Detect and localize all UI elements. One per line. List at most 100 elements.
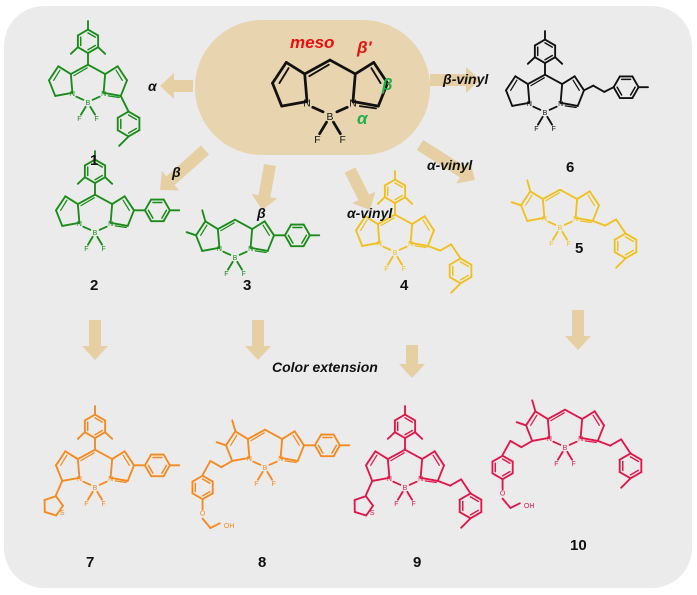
arrow-label-beta-3: β — [256, 205, 266, 221]
compound-number-9: 9 — [413, 554, 421, 571]
atom-label: S — [60, 510, 65, 517]
atom-label: B — [543, 110, 548, 117]
reaction-arrow — [245, 320, 271, 360]
compound-number-8: 8 — [258, 554, 266, 571]
atom-label: N — [247, 456, 252, 463]
color-extension-label: Color extension — [272, 359, 378, 375]
atom-label: F — [384, 266, 388, 273]
atom-label: F — [241, 271, 245, 278]
atom-label: B — [93, 485, 98, 492]
atom-label: OH — [524, 503, 535, 510]
reaction-arrow — [160, 145, 209, 191]
atom-label: B — [558, 225, 563, 232]
atom-label: N — [70, 91, 75, 98]
atom-label: N — [101, 91, 106, 98]
atom-label: B — [233, 255, 238, 262]
atom-label: S — [370, 510, 375, 517]
atom-label: B — [93, 230, 98, 237]
atom-label: F — [101, 246, 105, 253]
atom-label: F — [551, 126, 555, 133]
atom-label: O — [500, 490, 506, 497]
atom-label: F — [94, 116, 98, 123]
atom-label: N — [418, 476, 423, 483]
reaction-arrow — [565, 310, 591, 350]
atom-label: F — [339, 135, 345, 146]
reaction-arrow — [430, 67, 480, 93]
compound-2: N N B F F — [55, 150, 181, 253]
atom-label: N — [108, 221, 113, 228]
atom-label: N — [547, 436, 552, 443]
compound-5: N N B F F — [510, 179, 638, 269]
atom-label: B — [563, 445, 568, 452]
reaction-arrow — [82, 320, 108, 360]
atom-label: F — [549, 241, 553, 248]
atom-label: F — [314, 135, 320, 146]
compound-number-5: 5 — [575, 240, 583, 257]
compound-number-3: 3 — [243, 277, 251, 294]
atom-label: O — [200, 510, 206, 517]
atom-label: N — [349, 98, 356, 109]
atom-label: B — [403, 485, 408, 492]
alpha-label: α — [357, 109, 369, 128]
atom-label: N — [573, 216, 578, 223]
atom-label: N — [77, 476, 82, 483]
atom-label: N — [527, 101, 532, 108]
atom-label: N — [558, 101, 563, 108]
meso-label: meso — [290, 33, 334, 52]
compound-number-7: 7 — [86, 554, 94, 571]
arrow-label-alpha-vinyl-5: α-vinyl — [427, 157, 473, 173]
atom-label: N — [77, 221, 82, 228]
atom-label: N — [303, 98, 310, 109]
arrow-label-beta-vinyl: β-vinyl — [442, 71, 489, 87]
atom-label: N — [387, 476, 392, 483]
arrow-label-alpha: α — [148, 78, 158, 94]
compound-number-4: 4 — [400, 277, 409, 294]
atom-label: N — [278, 456, 283, 463]
compound-6: N N B F F — [505, 30, 649, 133]
atom-label: F — [554, 461, 558, 468]
panel-background — [4, 6, 692, 588]
atom-label: F — [77, 116, 81, 123]
bodipy-core-structure: N N B F F — [271, 58, 389, 146]
reaction-arrow — [251, 163, 278, 210]
atom-label: F — [411, 501, 415, 508]
reaction-arrow — [399, 345, 425, 378]
atom-label: B — [327, 112, 334, 123]
atom-label: F — [566, 241, 570, 248]
atom-label: F — [571, 461, 575, 468]
molecules: N N B F F N N B F F N N B F F N N B F F N N B F F N N B F F N N B F F N N B F F… — [43, 20, 649, 530]
atom-label: B — [263, 465, 268, 472]
reaction-arrows — [82, 67, 591, 378]
atom-label: F — [394, 501, 398, 508]
atom-label: N — [217, 246, 222, 253]
compound-number-10: 10 — [570, 537, 587, 554]
compound-number-2: 2 — [90, 277, 98, 294]
atom-label: F — [224, 271, 228, 278]
atom-label: F — [271, 481, 275, 488]
atom-label: N — [408, 241, 413, 248]
atom-label: OH — [224, 523, 235, 530]
atom-label: B — [393, 250, 398, 257]
compound-9: N N B F F S — [353, 405, 483, 529]
reaction-arrow — [344, 167, 376, 210]
compound-3: N N B F F — [185, 209, 321, 278]
atom-label: N — [542, 216, 547, 223]
atom-label: F — [534, 126, 538, 133]
atom-label: N — [108, 476, 113, 483]
atom-label: F — [84, 246, 88, 253]
arrow-label-alpha-vinyl-4: α-vinyl — [347, 205, 393, 221]
beta-label: β — [381, 75, 393, 94]
atom-label: N — [248, 246, 253, 253]
atom-label: N — [377, 241, 382, 248]
compound-number-1: 1 — [90, 152, 98, 169]
compound-number-6: 6 — [566, 159, 574, 176]
atom-label: N — [578, 436, 583, 443]
beta-prime-label: β' — [356, 38, 373, 57]
core-highlight-blob — [195, 20, 430, 155]
atom-label: F — [101, 501, 105, 508]
